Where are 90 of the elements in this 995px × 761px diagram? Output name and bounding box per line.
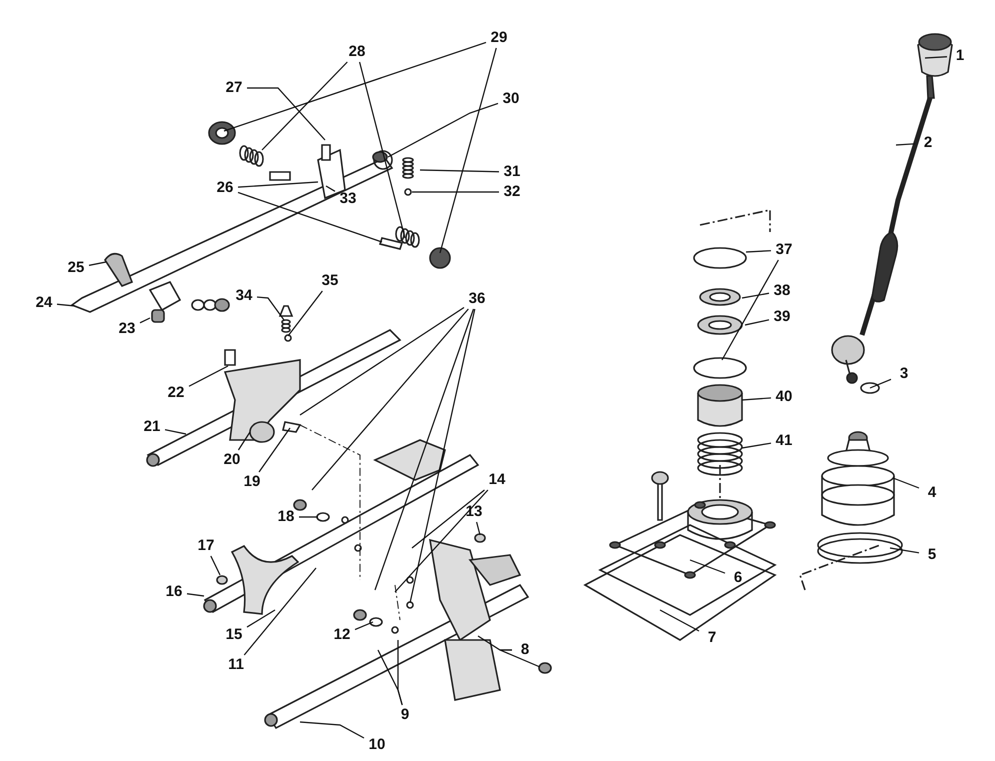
leader-line bbox=[924, 56, 948, 59]
leader-line bbox=[420, 169, 500, 172]
callout-number: 5 bbox=[920, 546, 944, 564]
callout-number: 24 bbox=[32, 294, 56, 312]
callout-number: 20 bbox=[220, 451, 244, 469]
leader-line bbox=[238, 181, 318, 188]
leader-line bbox=[896, 143, 916, 146]
callout-number: 9 bbox=[393, 706, 417, 724]
leader-line bbox=[186, 593, 204, 597]
leader-line bbox=[439, 48, 497, 254]
callout-number: 31 bbox=[500, 163, 524, 181]
callout-number: 34 bbox=[232, 287, 256, 305]
leader-line bbox=[246, 609, 276, 628]
leader-line bbox=[238, 192, 382, 243]
leader-line bbox=[258, 428, 290, 472]
leader-line bbox=[409, 308, 476, 604]
callout-number: 23 bbox=[115, 320, 139, 338]
leader-line bbox=[742, 442, 772, 449]
leader-line bbox=[256, 296, 284, 320]
callout-number: 28 bbox=[345, 43, 369, 61]
callout-number: 38 bbox=[770, 282, 794, 300]
callout-number: 32 bbox=[500, 183, 524, 201]
leader-line bbox=[660, 609, 700, 632]
leader-line bbox=[374, 308, 474, 590]
leader-line bbox=[412, 191, 499, 193]
leader-line bbox=[247, 87, 326, 140]
callout-number: 7 bbox=[700, 629, 724, 647]
callout-number: 37 bbox=[772, 241, 796, 259]
leader-line bbox=[224, 42, 486, 132]
leader-line bbox=[326, 185, 336, 192]
leader-line bbox=[244, 568, 316, 656]
callout-number: 22 bbox=[164, 384, 188, 402]
callout-number: 36 bbox=[465, 290, 489, 308]
callout-number: 21 bbox=[140, 418, 164, 436]
callout-number: 41 bbox=[772, 432, 796, 450]
callout-number: 17 bbox=[194, 537, 218, 555]
callout-number: 8 bbox=[513, 641, 537, 659]
leader-line bbox=[300, 307, 464, 416]
callout-number: 6 bbox=[726, 569, 750, 587]
leader-line bbox=[359, 62, 406, 238]
leader-line bbox=[892, 477, 920, 489]
leader-line bbox=[870, 378, 892, 389]
callout-number: 3 bbox=[892, 365, 916, 383]
leader-line bbox=[262, 62, 348, 150]
leader-line bbox=[188, 365, 228, 387]
leader-line bbox=[744, 319, 770, 326]
leader-line bbox=[412, 490, 485, 548]
leader-line bbox=[742, 397, 772, 401]
leader-line bbox=[476, 522, 481, 536]
leader-line bbox=[354, 621, 374, 630]
callout-number: 10 bbox=[365, 736, 389, 754]
callout-number: 13 bbox=[462, 503, 486, 521]
callout-number: 25 bbox=[64, 259, 88, 277]
callout-number: 14 bbox=[485, 471, 509, 489]
callout-number: 40 bbox=[772, 388, 796, 406]
leader-line bbox=[300, 721, 364, 738]
leader-line bbox=[56, 304, 76, 307]
leader-line bbox=[746, 250, 772, 253]
leader-line bbox=[164, 429, 186, 435]
callout-number: 11 bbox=[224, 656, 248, 674]
leader-line bbox=[88, 261, 106, 266]
callout-number: 29 bbox=[487, 29, 511, 47]
leader-line bbox=[394, 490, 488, 592]
leader-line bbox=[140, 317, 150, 324]
leader-line bbox=[499, 649, 540, 668]
leader-line bbox=[210, 556, 221, 576]
callout-number: 2 bbox=[916, 134, 940, 152]
leader-line bbox=[238, 432, 250, 450]
leader-line bbox=[377, 650, 403, 706]
leader-line bbox=[312, 308, 469, 490]
callout-number: 15 bbox=[222, 626, 246, 644]
callout-number: 1 bbox=[948, 47, 972, 65]
leader-line bbox=[388, 102, 498, 158]
callout-number: 26 bbox=[213, 179, 237, 197]
callout-number: 18 bbox=[274, 508, 298, 526]
callout-number: 27 bbox=[222, 79, 246, 97]
leader-line bbox=[288, 290, 323, 336]
callout-number: 35 bbox=[318, 272, 342, 290]
leader-line bbox=[299, 516, 318, 518]
callout-number: 19 bbox=[240, 473, 264, 491]
leader-line bbox=[721, 260, 779, 360]
leader-line bbox=[742, 292, 770, 299]
callout-number: 12 bbox=[330, 626, 354, 644]
callout-number: 4 bbox=[920, 484, 944, 502]
callout-number: 30 bbox=[499, 90, 523, 108]
leader-line bbox=[690, 559, 726, 574]
callout-number: 39 bbox=[770, 308, 794, 326]
callout-number: 33 bbox=[336, 190, 360, 208]
leader-line bbox=[890, 547, 920, 554]
callout-number: 16 bbox=[162, 583, 186, 601]
